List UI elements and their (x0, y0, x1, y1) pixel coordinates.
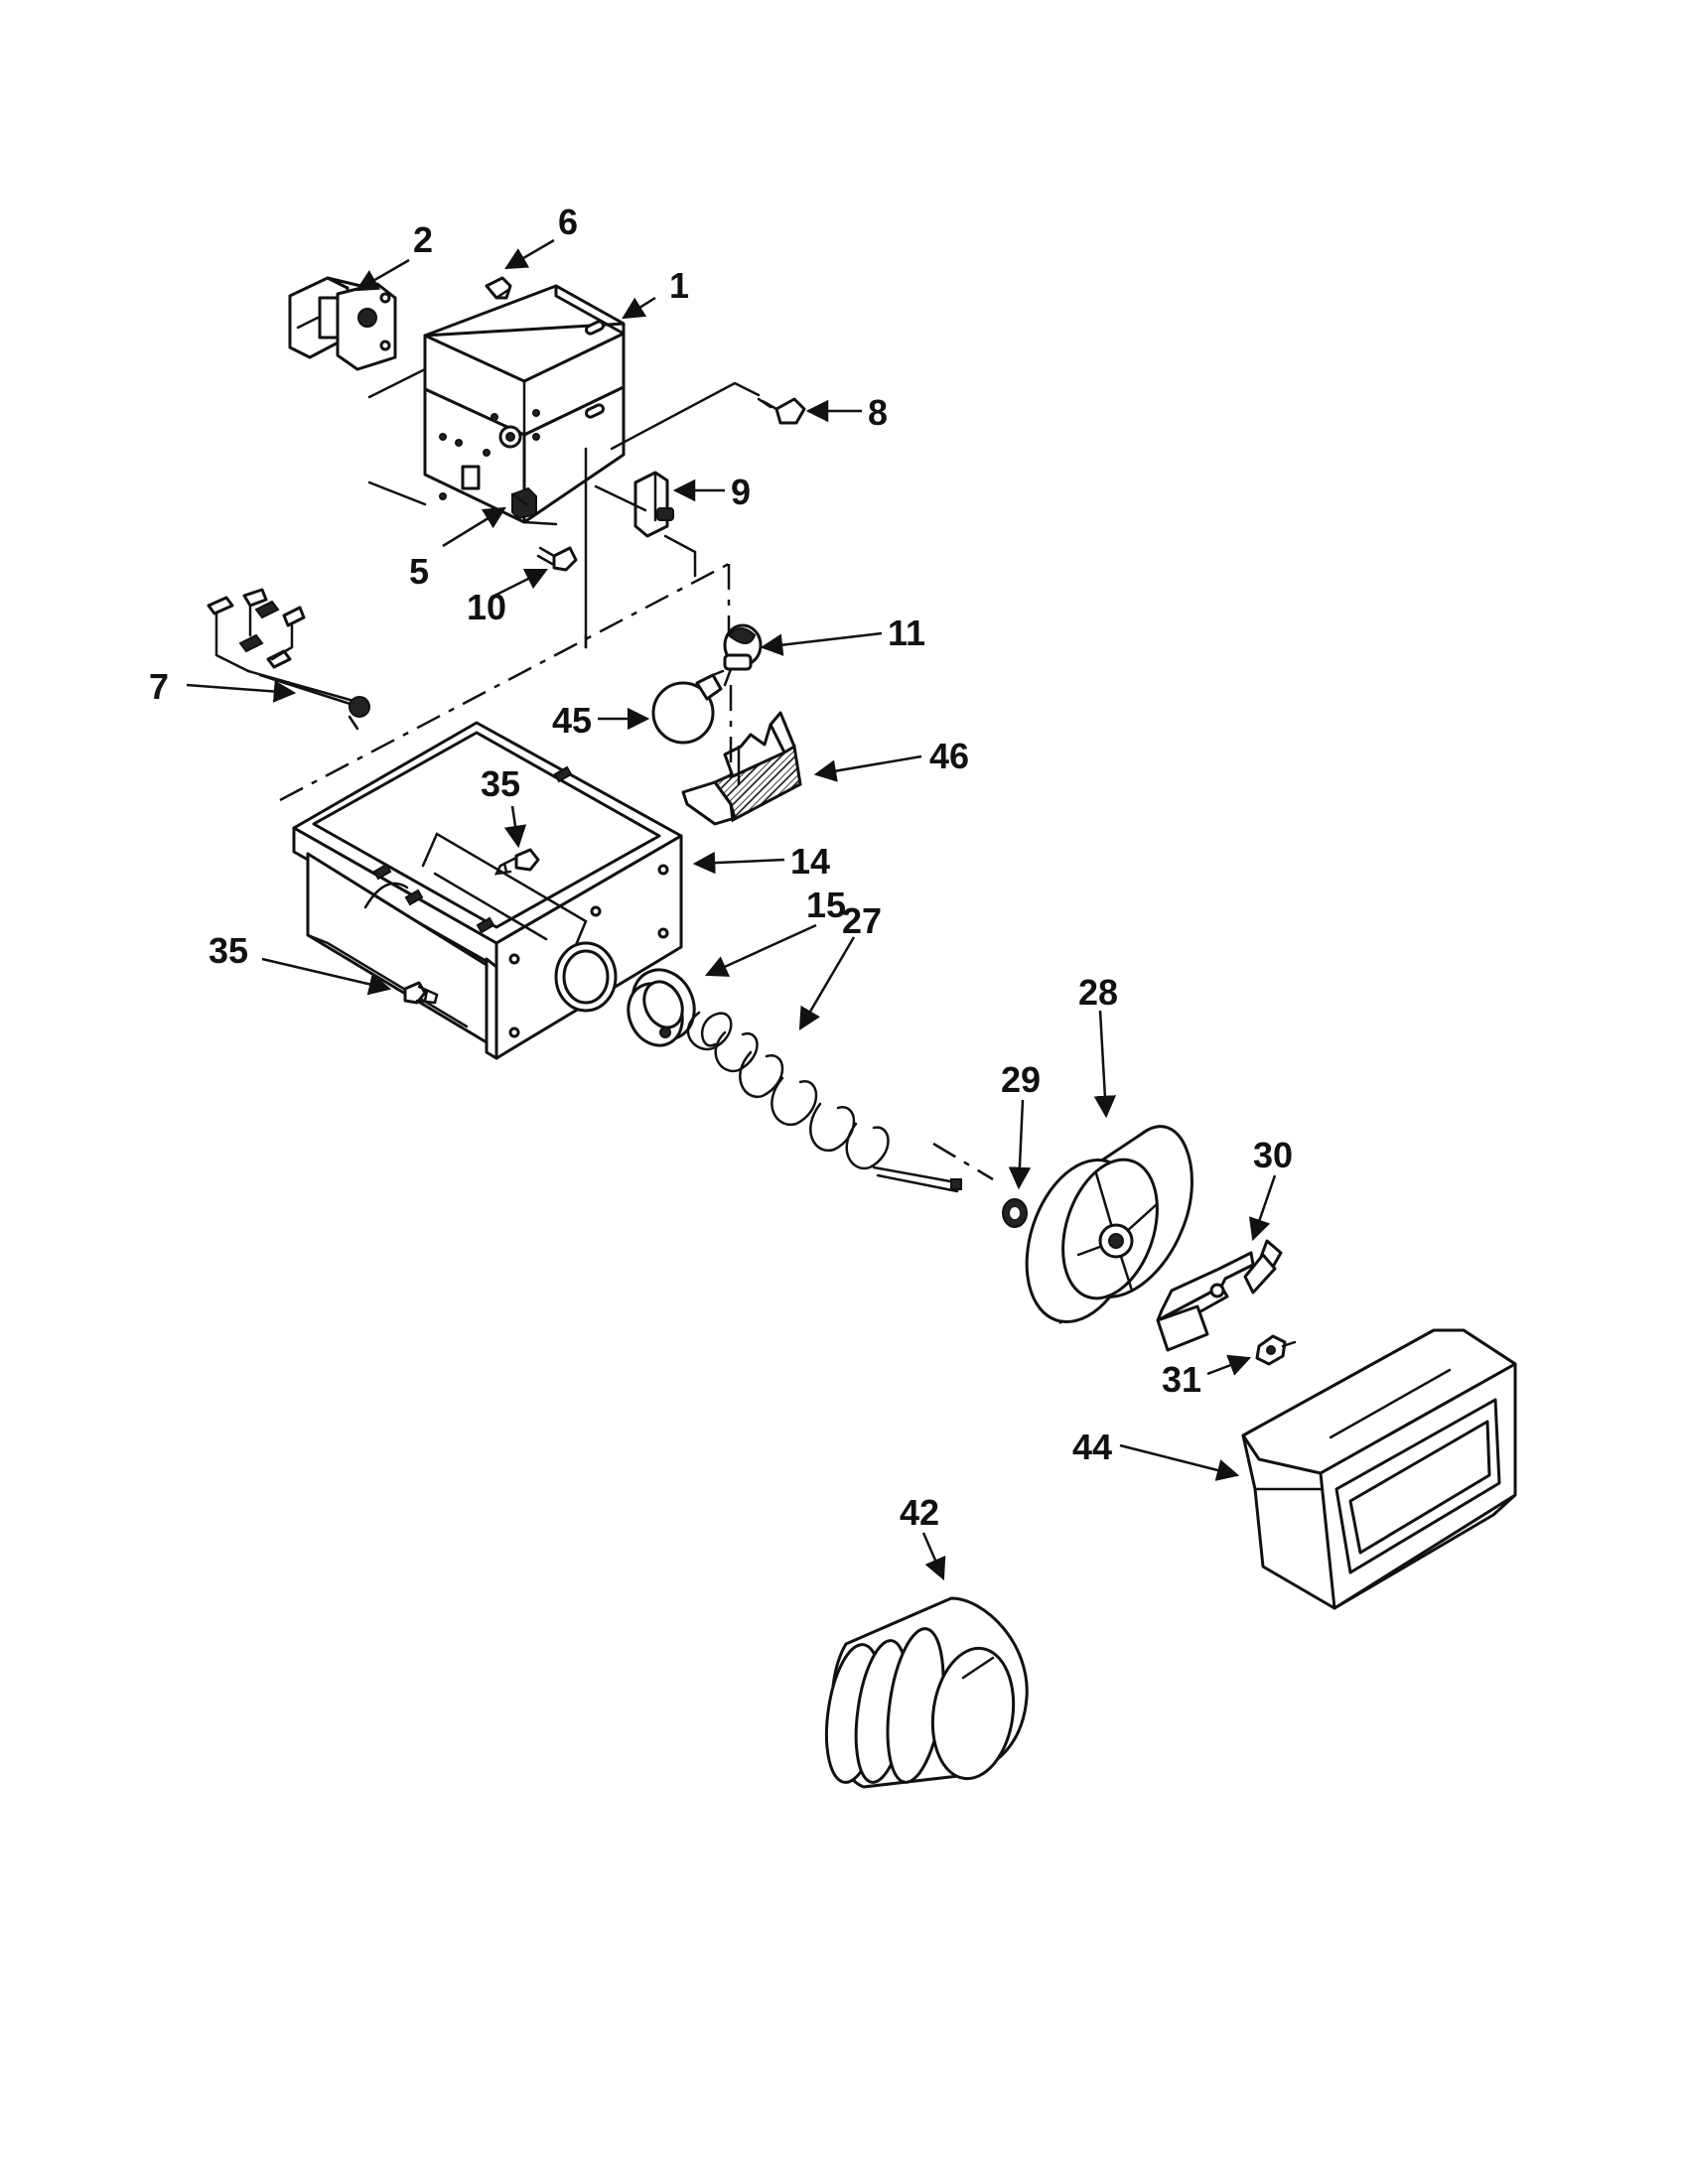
callout-8: 8 (868, 392, 888, 433)
leader-lines (186, 238, 1277, 1581)
auger-spring-part (686, 1011, 963, 1193)
lamp-socket-part (723, 623, 763, 687)
screw-part-8 (610, 381, 806, 451)
nut-part (1255, 1334, 1297, 1366)
light-shield-part (681, 711, 802, 826)
motor-part (288, 276, 397, 371)
callout-2: 2 (413, 219, 433, 260)
control-housing-part (367, 284, 626, 526)
alignment-line-d (932, 1142, 994, 1181)
chute-part (824, 1596, 1029, 1789)
callout-5: 5 (409, 551, 429, 592)
callout-35b: 35 (209, 930, 248, 971)
switch-part-5 (510, 486, 537, 520)
ice-bin-housing-part (292, 721, 683, 1060)
washer-part (1002, 1198, 1028, 1228)
callout-10: 10 (467, 587, 506, 627)
clip-part (485, 276, 512, 300)
crusher-drum-part (1025, 1125, 1193, 1324)
bushing-part (627, 968, 696, 1047)
callout-29: 29 (1001, 1059, 1041, 1100)
callout-labels: 2 6 1 8 9 5 10 11 7 45 46 35 14 15 27 35… (149, 202, 1293, 1533)
callout-44: 44 (1072, 1427, 1112, 1467)
screw-part-35a (493, 848, 540, 876)
callout-42: 42 (900, 1492, 939, 1533)
callout-45: 45 (552, 700, 592, 741)
callout-27: 27 (842, 900, 882, 941)
wiring-harness-part (207, 588, 370, 731)
alignment-line-a (279, 562, 730, 802)
screw-part-10 (536, 546, 578, 572)
callout-6: 6 (558, 202, 578, 242)
callout-7: 7 (149, 666, 169, 707)
screw-part-35b (403, 981, 439, 1005)
callout-14: 14 (790, 841, 830, 882)
callout-1: 1 (669, 265, 689, 306)
callout-30: 30 (1253, 1135, 1293, 1175)
callout-31: 31 (1162, 1359, 1201, 1400)
light-bulb-part (651, 669, 725, 745)
bracket-part-30 (1156, 1239, 1283, 1352)
callout-28: 28 (1078, 972, 1118, 1013)
callout-9: 9 (731, 472, 751, 512)
callout-46: 46 (929, 736, 969, 776)
callout-35a: 35 (481, 763, 520, 804)
callout-11: 11 (888, 613, 925, 653)
bracket-part-9 (594, 471, 697, 578)
front-cover-part (1241, 1328, 1517, 1610)
callout-15: 15 (806, 885, 846, 925)
